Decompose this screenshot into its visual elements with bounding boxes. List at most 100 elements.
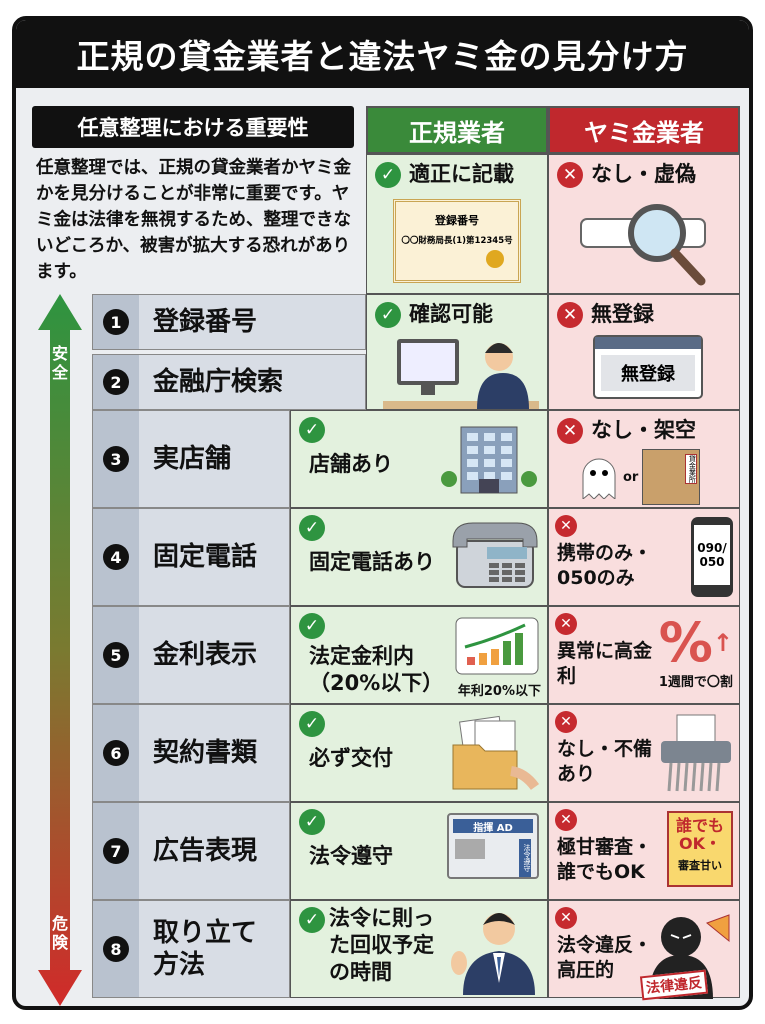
safety-arrow: 安全 危険 bbox=[36, 294, 84, 1006]
ghost-icon bbox=[582, 458, 616, 499]
cell-text: 無登録 bbox=[591, 302, 654, 326]
shop-sign: 貸金業所 bbox=[685, 454, 698, 484]
window-text: 無登録 bbox=[601, 355, 695, 391]
illegal-cell-row-5: ✕ 異常に高金利 %↑1週間で〇割 bbox=[548, 606, 740, 704]
row-label-4: 4 固定電話 bbox=[92, 508, 290, 606]
x-icon: ✕ bbox=[557, 301, 583, 328]
cell-text: 必ず交付 bbox=[309, 746, 393, 770]
cell-text: 異常に高金利 bbox=[557, 640, 653, 687]
cell-text: 法令違反・高圧的 bbox=[557, 934, 653, 981]
legit-cell-row-4: ✓ 固定電話あり bbox=[290, 508, 548, 606]
illegal-cell-row-3: ✕ なし・架空 or 貸金業所 bbox=[548, 410, 740, 508]
check-icon: ✓ bbox=[299, 613, 325, 639]
cell-text: なし・架空 bbox=[591, 418, 696, 442]
illegal-cell-row-7: ✕ 極甘審査・誰でもOK 誰でもOK・審査甘い bbox=[548, 802, 740, 900]
arrow-label-danger: 危険 bbox=[51, 914, 68, 952]
row-label-text: 登録番号 bbox=[153, 307, 258, 337]
thug-with-megaphone-illustration: 法律違反 bbox=[637, 909, 733, 1001]
column-header-legit: 正規業者 bbox=[366, 106, 548, 154]
infographic-card: 正規の貸金業者と違法ヤミ金の見分け方 任意整理における重要性 任意整理では、正規… bbox=[12, 16, 753, 1010]
check-icon: ✓ bbox=[299, 907, 325, 933]
seal-icon bbox=[486, 250, 504, 268]
cell-text: 法令遵守 bbox=[309, 844, 393, 868]
row-number: 3 bbox=[103, 446, 129, 472]
row-number: 8 bbox=[103, 936, 129, 962]
check-icon: ✓ bbox=[299, 711, 325, 737]
ad-text: 誰でもOK・ bbox=[675, 816, 724, 853]
legit-cell-row-8: ✓ 法令に則った回収予定の時間 bbox=[290, 900, 548, 998]
check-icon: ✓ bbox=[299, 417, 325, 443]
landline-phone-icon bbox=[452, 522, 538, 588]
certificate-title: 登録番号 bbox=[435, 214, 479, 227]
cell-text: 適正に記載 bbox=[409, 162, 514, 186]
row-label-text: 広告表現 bbox=[153, 836, 258, 866]
certificate-illustration: 登録番号 〇〇財務局長(1)第12345号 bbox=[393, 199, 521, 283]
row-label-text: 契約書類 bbox=[153, 738, 258, 768]
x-icon: ✕ bbox=[555, 907, 577, 929]
or-label: or bbox=[623, 469, 639, 485]
documents-folder-icon bbox=[452, 715, 540, 791]
cell-text: なし・不備あり bbox=[557, 738, 653, 785]
row-number: 2 bbox=[103, 369, 129, 395]
building-icon bbox=[441, 426, 537, 494]
row-label-6: 6 契約書類 bbox=[92, 704, 290, 802]
cell-caption: 1週間で〇割 bbox=[658, 675, 733, 690]
legit-cell-row-3: ✓ 店舗あり bbox=[290, 410, 548, 508]
x-icon: ✕ bbox=[555, 809, 577, 831]
ad-burst-icon: 誰でもOK・審査甘い bbox=[667, 811, 733, 887]
arrow-label-safe: 安全 bbox=[51, 344, 68, 382]
x-icon: ✕ bbox=[557, 161, 583, 188]
browser-window-illustration: 無登録 bbox=[593, 335, 703, 399]
row-label-8: 8 取り立て方法 bbox=[92, 900, 290, 998]
check-icon: ✓ bbox=[375, 161, 401, 188]
row-label-text: 金融庁検索 bbox=[153, 367, 284, 397]
percent-up-icon: %↑ bbox=[658, 611, 733, 674]
cell-text: 店舗あり bbox=[309, 452, 393, 476]
shredder-icon bbox=[661, 714, 731, 792]
x-icon: ✕ bbox=[555, 515, 577, 537]
illegal-cell-row-6: ✕ なし・不備あり bbox=[548, 704, 740, 802]
businessman-illustration bbox=[451, 913, 535, 995]
check-icon: ✓ bbox=[299, 515, 325, 541]
row-label-text: 固定電話 bbox=[153, 542, 258, 572]
magnifier-icon bbox=[580, 204, 706, 286]
page-title: 正規の貸金業者と違法ヤミ金の見分け方 bbox=[16, 20, 749, 88]
cell-text: 携帯のみ・050のみ bbox=[557, 542, 653, 589]
row-number: 1 bbox=[103, 309, 129, 335]
row-label-1: 1 登録番号 bbox=[92, 294, 366, 350]
row-number: 4 bbox=[103, 544, 129, 570]
rising-chart-icon bbox=[455, 617, 539, 675]
illegal-cell-registration: ✕ なし・虚偽 bbox=[548, 154, 740, 294]
ad-sub: 審査甘い bbox=[678, 859, 722, 872]
certificate-number: 〇〇財務局長(1)第12345号 bbox=[401, 236, 513, 246]
x-icon: ✕ bbox=[555, 613, 577, 635]
illegal-cell-fsa-search: ✕ 無登録 無登録 bbox=[548, 294, 740, 410]
legit-cell-fsa-search: ✓ 確認可能 bbox=[366, 294, 548, 410]
row-label-3: 3 実店舗 bbox=[92, 410, 290, 508]
phone-number: 090/050 bbox=[694, 525, 730, 585]
cell-text: 法定金利内（20%以下） bbox=[309, 644, 444, 695]
cell-text: 固定電話あり bbox=[309, 550, 435, 574]
illegal-cell-row-8: ✕ 法令違反・高圧的 法律違反 bbox=[548, 900, 740, 1001]
x-icon: ✕ bbox=[557, 417, 583, 444]
cell-text: 確認可能 bbox=[409, 302, 493, 326]
x-icon: ✕ bbox=[555, 711, 577, 733]
intro-heading: 任意整理における重要性 bbox=[32, 106, 354, 148]
cell-text: 法令に則った回収予定の時間 bbox=[329, 906, 434, 984]
column-header-illegal: ヤミ金業者 bbox=[548, 106, 740, 154]
row-label-text: 金利表示 bbox=[153, 640, 258, 670]
illegal-cell-row-4: ✕ 携帯のみ・050のみ 090/050 bbox=[548, 508, 740, 606]
paper-head: 指揮 AD bbox=[453, 819, 533, 834]
check-icon: ✓ bbox=[299, 809, 325, 835]
legit-cell-row-5: ✓ 法定金利内（20%以下） 年利20%以下 bbox=[290, 606, 548, 704]
check-icon: ✓ bbox=[375, 301, 401, 328]
person-at-computer-illustration bbox=[383, 339, 539, 409]
row-label-7: 7 広告表現 bbox=[92, 802, 290, 900]
cell-text: なし・虚偽 bbox=[591, 162, 696, 186]
row-label-text: 取り立て方法 bbox=[153, 918, 258, 980]
legit-cell-registration: ✓ 適正に記載 登録番号 〇〇財務局長(1)第12345号 bbox=[366, 154, 548, 294]
cell-caption: 年利20%以下 bbox=[457, 684, 541, 699]
shop-building-icon: 貸金業所 bbox=[642, 449, 701, 505]
